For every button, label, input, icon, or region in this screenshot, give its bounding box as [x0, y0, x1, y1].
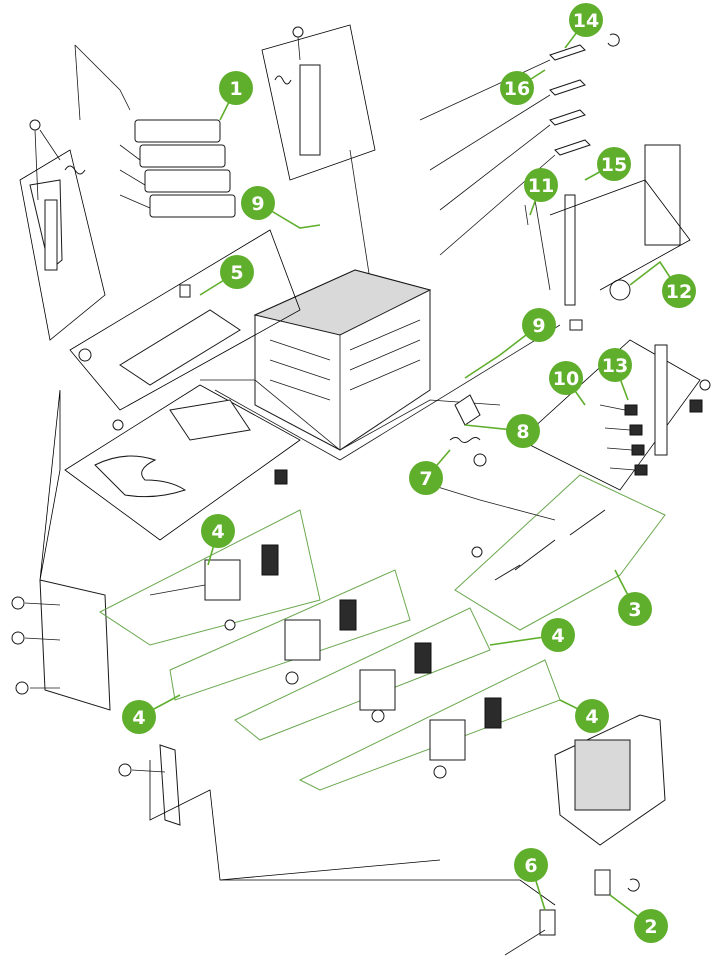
callout-label: 1: [229, 78, 242, 100]
callout-7: 7: [409, 461, 443, 495]
callout-4-d: 4: [122, 700, 156, 734]
callout-label: 7: [419, 468, 432, 490]
callout-label: 9: [532, 315, 545, 337]
callout-label: 13: [602, 355, 628, 377]
callout-3: 3: [618, 592, 652, 626]
callout-6: 6: [514, 848, 548, 882]
callout-9-top: 9: [241, 186, 275, 220]
callout-label: 4: [132, 707, 145, 729]
main-chassis: [200, 270, 560, 460]
bottom-left-cover: [12, 390, 110, 710]
callout-15: 15: [597, 147, 631, 181]
callout-label: 8: [516, 421, 529, 443]
callout-9-mid: 9: [522, 308, 556, 342]
callout-11: 11: [524, 168, 558, 202]
callout-label: 3: [628, 599, 641, 621]
callout-14: 14: [569, 3, 603, 37]
callout-label: 10: [553, 368, 579, 390]
callout-13: 13: [598, 348, 632, 382]
callout-16: 16: [500, 71, 534, 105]
callout-10: 10: [549, 361, 583, 395]
callout-label: 9: [251, 193, 264, 215]
callout-5: 5: [220, 255, 254, 289]
cartridge-assembly: [75, 45, 235, 217]
callout-8: 8: [506, 414, 540, 448]
callout-2: 2: [634, 909, 668, 943]
callout-label: 4: [211, 521, 224, 543]
spring-gear-parts: [450, 395, 486, 466]
callout-label: 6: [524, 855, 537, 877]
left-panel-group: [20, 120, 105, 340]
callout-label: 5: [230, 262, 243, 284]
callout-12: 12: [662, 274, 696, 308]
callout-label: 4: [585, 706, 598, 728]
upper-rail-group: [262, 25, 375, 280]
callout-label: 16: [504, 78, 530, 100]
callout-4-b: 4: [541, 618, 575, 652]
bottom-rail: [119, 745, 440, 880]
callout-1: 1: [219, 71, 253, 105]
callout-4-a: 4: [201, 514, 235, 548]
callout-label: 14: [573, 10, 599, 32]
callout-label: 4: [551, 625, 564, 647]
callout-label: 15: [601, 154, 627, 176]
callout-label: 12: [666, 281, 692, 303]
callout-label: 11: [528, 175, 554, 197]
callout-4-c: 4: [575, 699, 609, 733]
callout-label: 2: [644, 916, 657, 938]
bracket-series: [420, 34, 619, 255]
sub-assembly-group-4: [300, 660, 560, 790]
